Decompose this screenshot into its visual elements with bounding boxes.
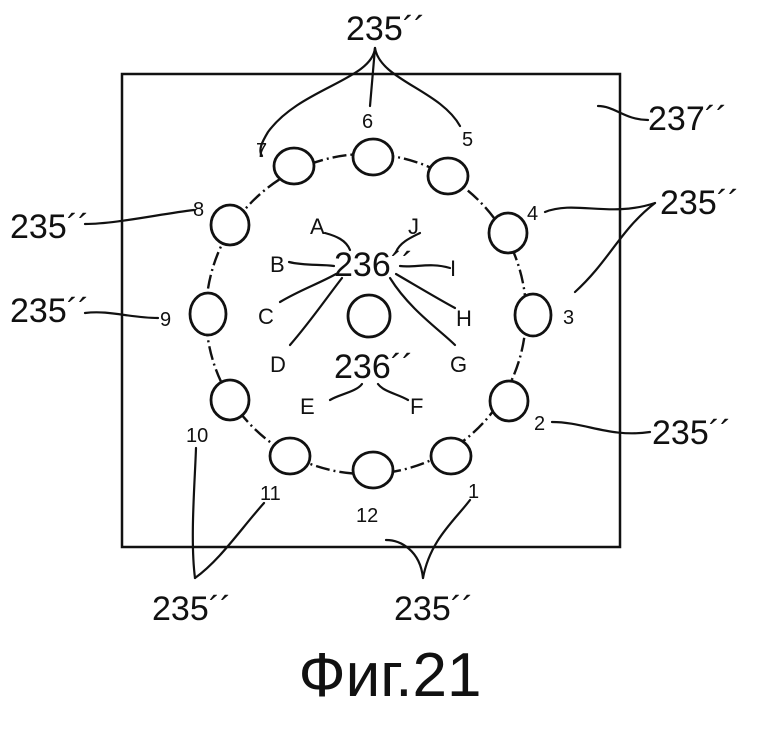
ref-235-left-upper: 235´´ <box>10 208 89 246</box>
hole-4 <box>489 213 527 253</box>
hole-number-9: 9 <box>160 309 171 331</box>
ref-237: 237´´ <box>648 100 727 138</box>
ref-235-right-lower: 235´´ <box>652 414 731 452</box>
hole-1 <box>431 438 471 474</box>
hole-9 <box>190 293 226 335</box>
center-hole <box>348 295 390 337</box>
letter-c: C <box>258 304 274 329</box>
letter-i: I <box>450 256 456 281</box>
ref-235-bottom-left: 235´´ <box>152 590 231 628</box>
hole-8 <box>211 205 249 245</box>
hole-number-1: 1 <box>468 481 479 503</box>
hole-number-2: 2 <box>534 413 545 435</box>
hole-number-7: 7 <box>256 140 267 162</box>
letter-g: G <box>450 352 467 377</box>
hole-5 <box>428 158 468 194</box>
hole-10 <box>211 380 249 420</box>
letter-a: A <box>310 214 325 239</box>
hole-number-3: 3 <box>563 307 574 329</box>
ref-235-left-middle: 235´´ <box>10 292 89 330</box>
hole-number-6: 6 <box>362 111 373 133</box>
ref-235-right-upper: 235´´ <box>660 184 739 222</box>
letter-f: F <box>410 394 423 419</box>
hole-number-10: 10 <box>186 425 208 447</box>
hole-6 <box>353 139 393 175</box>
figure-diagram: 235´´ 237´´ 235´´ 235´´ 235´´ 235´´ 235´… <box>0 0 780 640</box>
hole-7 <box>274 148 314 184</box>
hole-12 <box>353 452 393 488</box>
hole-2 <box>490 381 528 421</box>
ref-236-upper: 236´´ <box>334 246 413 284</box>
hole-11 <box>270 438 310 474</box>
hole-number-11: 11 <box>260 483 281 505</box>
letter-b: B <box>270 252 285 277</box>
ref-235-top: 235´´ <box>346 10 425 48</box>
hole-number-8: 8 <box>193 199 204 221</box>
letter-h: H <box>456 306 472 331</box>
letter-e: E <box>300 394 315 419</box>
ref-235-bottom-right: 235´´ <box>394 590 473 628</box>
hole-3 <box>515 294 551 336</box>
hole-number-12: 12 <box>356 505 378 527</box>
figure-caption: Фиг.21 <box>0 640 780 711</box>
hole-number-4: 4 <box>527 203 538 225</box>
letter-j: J <box>408 214 419 239</box>
ref-236-lower: 236´´ <box>334 348 413 386</box>
letter-d: D <box>270 352 286 377</box>
hole-number-5: 5 <box>462 129 473 151</box>
